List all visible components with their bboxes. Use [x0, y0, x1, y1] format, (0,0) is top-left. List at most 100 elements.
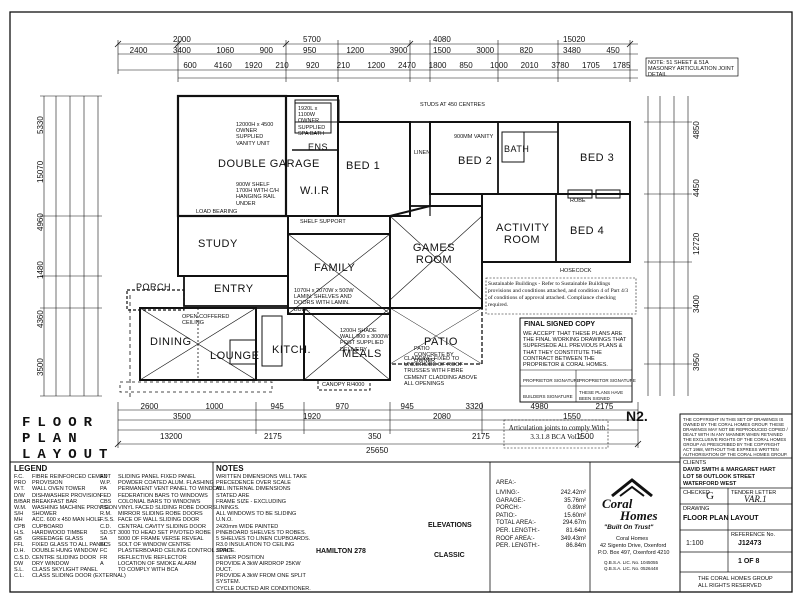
checked-label: CHECKED [683, 490, 710, 496]
note-patio-concrete: PATIO CONCRETE BY OWNER [414, 346, 454, 365]
legend-description: PROVISION [32, 480, 63, 487]
legend-description: ACC. 600 x 450 MAN HOLE [32, 517, 102, 524]
dimension-label: 945 [270, 402, 284, 411]
legend-row: F.C.FIBRE REINFORCED CEMENT [14, 474, 126, 480]
legend-code: R.M. [100, 511, 112, 518]
notes-heading: NOTES [216, 464, 244, 473]
info-panel-frames [10, 57, 793, 593]
legend-description: PLASTERBOARD CEILING CONTROL JOINT [118, 548, 232, 555]
clients-suburb: WATERFORD WEST [683, 481, 737, 487]
legend-description: DRY WINDOW [32, 560, 70, 567]
note-line: PROVIDE A 3kW AIRDROP 25KW DUCT. [216, 560, 301, 574]
dimension-label: 450 [606, 46, 620, 55]
legend-description: FIBRE REINFORCED CEMENT [32, 474, 111, 480]
legend-description: WASHING MACHINE PROVISION [32, 505, 118, 512]
dimension-label: 3780 [551, 61, 570, 70]
dimension-label: 210 [336, 61, 351, 70]
areas-heading: AREA:- [496, 480, 517, 486]
dimension-label: 4160 [214, 61, 232, 70]
legend-description: MIRROR SLIDING ROBE DOORS [118, 511, 203, 518]
legend-description: DISHWASHER PROVISION [32, 492, 102, 499]
legend-description: SHOWER [32, 511, 57, 518]
legend-code: A [100, 560, 104, 567]
legend-description: CENTRAL CAVITY SLIDING DOOR [118, 523, 206, 530]
area-row: PER. LENGTH:-86.84m [496, 543, 586, 551]
footer-group: THE CORAL HOMES GROUP [698, 576, 773, 582]
tender-value: VAR.1 [744, 494, 767, 504]
room-double-garage: DOUBLE GARAGE [218, 158, 320, 170]
note-line: SEWER POSITION [216, 554, 264, 561]
reference-label: REFERENCE No. [731, 532, 776, 538]
dimension-lines [40, 40, 692, 448]
room-entry: ENTRY [214, 283, 254, 295]
legend-code: MH [14, 517, 23, 524]
dimension-label: 2175 [472, 432, 490, 441]
area-value: 81.64m [565, 527, 586, 534]
legend-description: TO COMPLY WITH BCA [118, 567, 179, 574]
dimension-label: 2080 [433, 412, 451, 421]
note-line: WRITTEN DIMENSIONS WILL TAKE PRECEDENCE … [216, 474, 307, 487]
final-copy-sig3: BUILDERS SIGNATURE [523, 394, 573, 399]
legend-row: MH ACC. 600 x 450 MAN HOLE [14, 517, 126, 523]
note-dining-ceiling: OPEN COFFERED CEILING [182, 314, 230, 327]
company-addr-2: 42 Sigento Drive, Oxenford [600, 543, 667, 549]
footer-rights: ALL RIGHTS RESERVED [698, 583, 762, 589]
dimension-label: 970 [335, 402, 349, 411]
dimension-label: 1500 [576, 432, 594, 441]
legend-row: H.S.HARDWOOD TIMBER [14, 530, 126, 536]
room-bed3: BED 3 [580, 152, 615, 164]
note-studs: STUDS AT 450 CENTRES [420, 102, 485, 108]
dimension-label: 13200 [160, 432, 183, 441]
note-patio-cladding: CLADDING FIXED TO UNDERSIDE OF ROOF TRUS… [404, 356, 478, 387]
legend-code: FED [100, 492, 111, 499]
clients-name: DAVID SMITH & MARGARET HART [683, 467, 776, 473]
company-licence-1: Q.B.S.A. LIC. No. 1045055 [604, 560, 659, 565]
note-meals-shade: 1200H SHADE WALL 900 x 3000W POST SUPPLI… [340, 328, 389, 353]
legend-description: 5000 OF FRAME VERSE REVEAL [118, 536, 204, 543]
legend-row: B/BARBREAKFAST BAR [14, 499, 126, 505]
dimension-label: 15020 [563, 35, 586, 44]
drawing-title: FLOOR PLAN LAYOUT [683, 515, 759, 522]
legend-description: COLONIAL BARS TO WINDOWS [118, 498, 201, 505]
room-family: FAMILY [314, 262, 356, 274]
area-value: 86.84m [565, 543, 586, 550]
title-line-2: PLAN [22, 431, 84, 447]
area-row: PORCH:-0.89m² [496, 505, 586, 513]
dimension-label: 3000 [476, 46, 495, 55]
drawing-label: DRAWING [683, 506, 710, 512]
note-line: FRAME SIZE - EXCLUDING LININGS. [216, 498, 286, 512]
legend-description: FEDERATION BARS TO WINDOWS [118, 492, 208, 499]
area-value: 35.76m² [563, 497, 586, 504]
dimension-label: 1705 [582, 61, 600, 70]
legend-description: VINYL FACED SLIDING ROBE DOORS [118, 505, 216, 512]
dimension-label: 4850 [692, 121, 701, 139]
area-value: 0.89m² [567, 505, 586, 512]
dimension-label: 4980 [530, 402, 549, 411]
dimension-label: 4080 [433, 35, 451, 44]
legend-code: CBS [100, 498, 112, 505]
company-slogan: "Built On Trust" [604, 524, 654, 531]
legend-code: B/BAR [14, 498, 31, 505]
area-value: 294.67m [562, 520, 586, 527]
note-line: 5 SHELVES TO LINEN CUPBOARDS. [216, 536, 311, 543]
dimension-label: 3480 [563, 46, 581, 55]
sheet-border [9, 11, 793, 593]
legend-code: GB [14, 536, 22, 543]
design-style: CLASSIC [434, 552, 465, 559]
legend-description: FIXED GLASS TO ALL PANELS [32, 542, 111, 549]
legend-row: W.M.WASHING MACHINE PROVISION [14, 505, 126, 511]
dimension-label: 3320 [465, 402, 484, 411]
dimension-label: 920 [306, 61, 320, 70]
legend-row: TO COMPLY WITH BCA [100, 567, 232, 573]
dimension-label: 820 [519, 46, 534, 55]
legend-row: D.H.DOUBLE HUNG WINDOW [14, 548, 126, 554]
